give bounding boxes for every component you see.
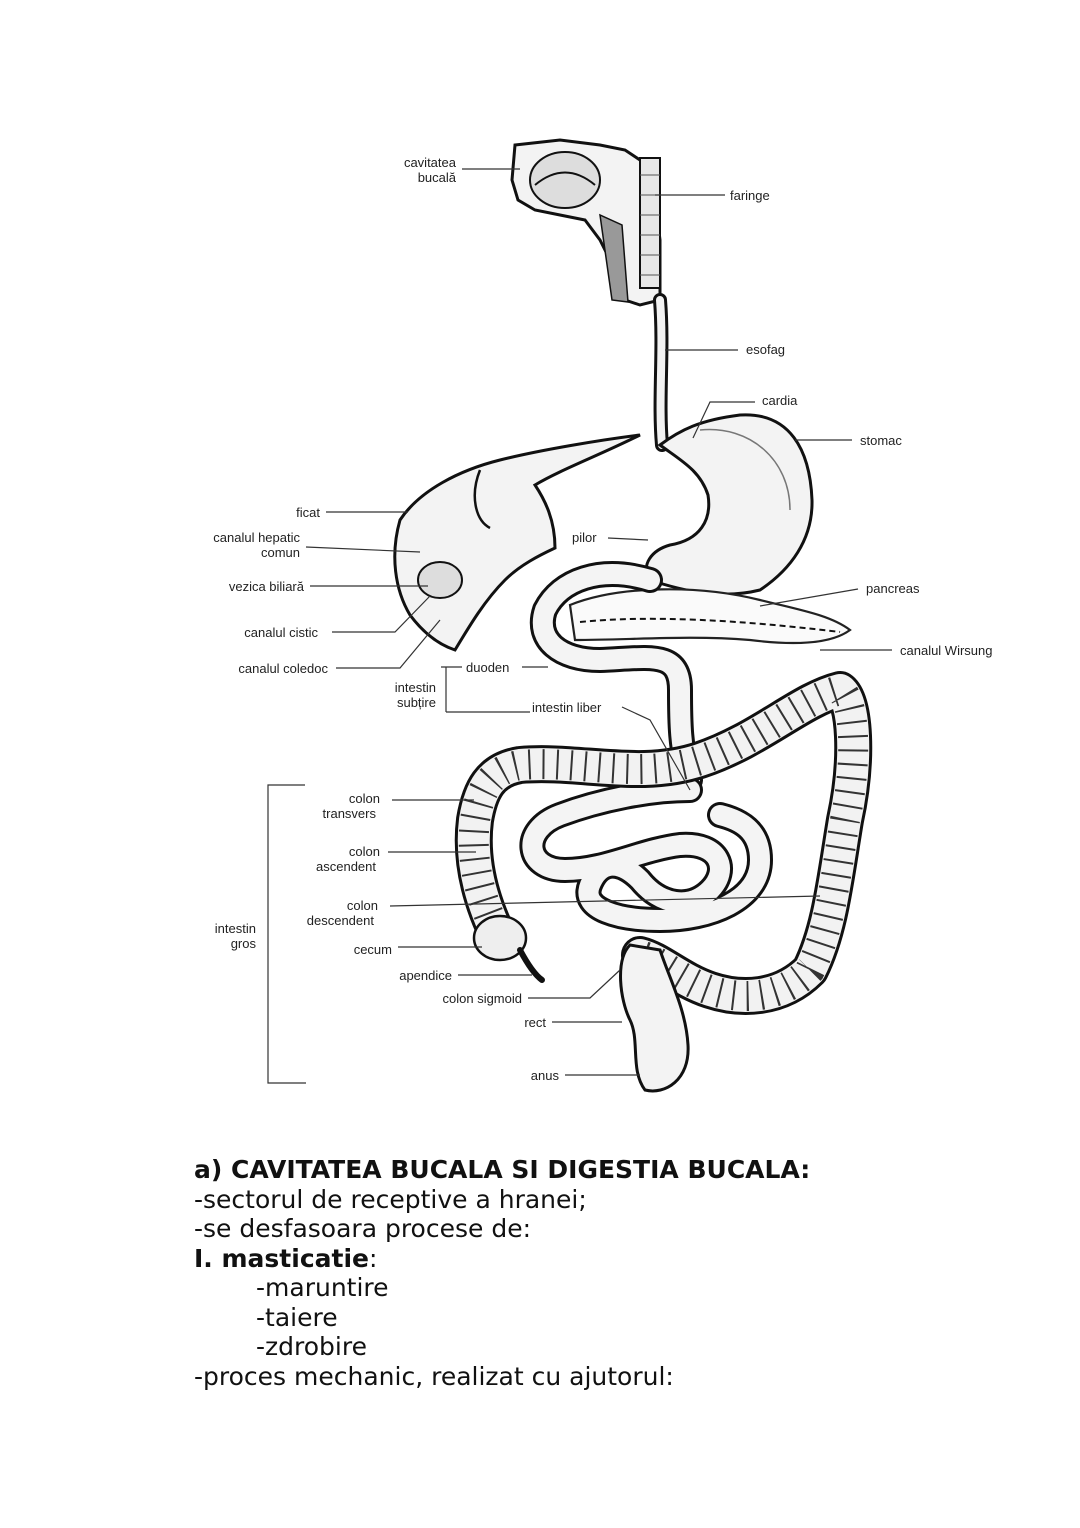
text-line-proces-mecanic: -proces mechanic, realizat cu ajutorul: xyxy=(194,1361,674,1391)
gallbladder-illustration xyxy=(417,561,463,599)
label-colon-transvers-line2: transvers xyxy=(323,806,377,821)
list-item-zdrobire: -zdrobire xyxy=(256,1332,367,1361)
label-stomac: stomac xyxy=(860,433,902,448)
section-heading: a) CAVITATEA BUCALA SI DIGESTIA BUCALA: xyxy=(194,1155,811,1184)
label-colon-ascendent-line2: ascendent xyxy=(316,859,376,874)
label-canalul-hepatic-line2: comun xyxy=(261,545,300,560)
label-canalul-hepatic-line1: canalul hepatic xyxy=(213,530,300,545)
list-item-taiere: -taiere xyxy=(256,1302,338,1332)
pancreas-illustration xyxy=(568,588,852,645)
label-duoden: duoden xyxy=(466,660,509,675)
small-intestine-illustration xyxy=(519,561,773,933)
label-cavitatea-bucala-line1: cavitatea xyxy=(404,155,457,170)
label-intestin-gros-line2: gros xyxy=(231,936,257,951)
masticatie-colon: : xyxy=(369,1243,378,1273)
digestive-system-diagram: cavitatea bucală faringe esofag cardia s… xyxy=(213,138,993,1093)
liver-illustration xyxy=(393,433,641,652)
label-canalul-coledoc: canalul coledoc xyxy=(238,661,328,676)
label-ficat: ficat xyxy=(296,505,320,520)
text-line-masticatie: I. masticatie: xyxy=(194,1244,1054,1274)
label-colon-descendent-line2: descendent xyxy=(307,913,375,928)
large-intestine-illustration xyxy=(454,671,873,1093)
text-line-procese: -se desfasoara procese de: xyxy=(194,1214,531,1243)
rectum-illustration xyxy=(619,943,690,1093)
label-intestin-gros-line1: intestin xyxy=(215,921,256,936)
label-intestin-liber: intestin liber xyxy=(532,700,602,715)
stomach-illustration xyxy=(644,413,814,596)
label-colon-descendent-line1: colon xyxy=(347,898,378,913)
label-pilor: pilor xyxy=(572,530,597,545)
label-cardia: cardia xyxy=(762,393,798,408)
label-intestin-subtire-line1: intestin xyxy=(395,680,436,695)
label-intestin-subtire-line2: subțire xyxy=(397,695,436,710)
label-esofag: esofag xyxy=(746,342,785,357)
head-section-illustration xyxy=(510,138,662,307)
label-colon-ascendent-line1: colon xyxy=(349,844,380,859)
diagram-labels: cavitatea bucală faringe esofag cardia s… xyxy=(213,155,992,1083)
label-rect: rect xyxy=(524,1015,546,1030)
label-vezica-biliara: vezica biliară xyxy=(229,579,305,594)
label-colon-transvers-line1: colon xyxy=(349,791,380,806)
list-item-maruntire: -maruntire xyxy=(256,1273,389,1302)
label-colon-sigmoid: colon sigmoid xyxy=(443,991,523,1006)
label-canalul-wirsung: canalul Wirsung xyxy=(900,643,993,658)
label-pancreas: pancreas xyxy=(866,581,920,596)
label-cecum: cecum xyxy=(354,942,392,957)
label-canalul-cistic: canalul cistic xyxy=(244,625,318,640)
masticatie-bold: I. masticatie xyxy=(194,1243,369,1273)
label-faringe: faringe xyxy=(730,188,770,203)
notes-text-block: a) CAVITATEA BUCALA SI DIGESTIA BUCALA: … xyxy=(194,1155,1054,1391)
leader-lines xyxy=(267,168,892,1084)
label-anus: anus xyxy=(531,1068,560,1083)
text-line-receptie: -sectorul de receptive a hranei; xyxy=(194,1184,587,1214)
label-apendice: apendice xyxy=(399,968,452,983)
label-cavitatea-bucala-line2: bucală xyxy=(418,170,457,185)
